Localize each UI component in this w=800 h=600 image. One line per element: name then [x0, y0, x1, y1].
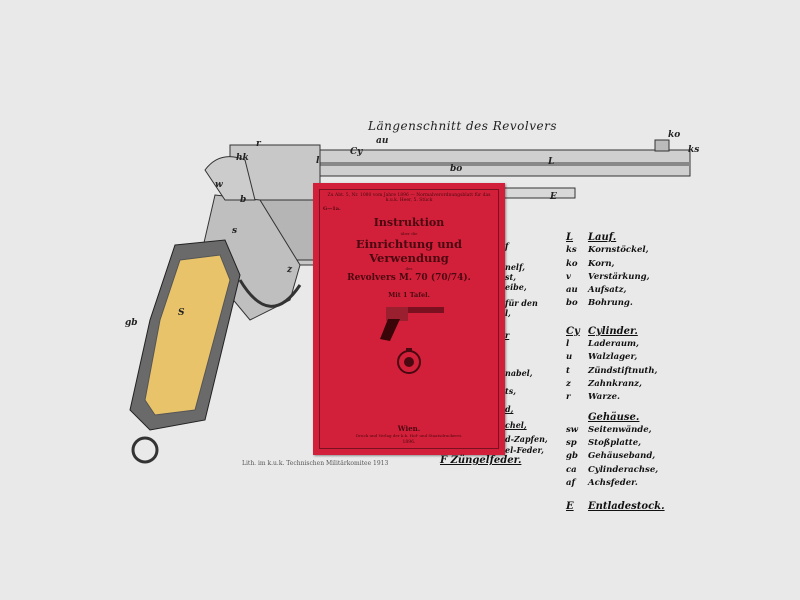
booklet-small-text: des — [405, 265, 413, 271]
text-fragment: d-Zapfen, — [505, 434, 548, 444]
part-label: s — [232, 226, 238, 236]
part-label: ko — [668, 130, 681, 140]
part-label: hk — [236, 153, 249, 163]
front-sight — [654, 139, 670, 152]
text-fragment: f — [505, 241, 509, 251]
diagram-title: Längenschnitt des Revolvers — [368, 119, 558, 133]
instruction-booklet-cover: Zu Abt. 5, Nr. 1080 vom Jahre 1896 — Nor… — [313, 183, 505, 455]
text-fragment: r — [505, 330, 510, 340]
bottom-part-label: F Züngelfeder. — [440, 455, 522, 466]
lithograph-caption: Lith. im k.u.k. Technischen Militärkomit… — [242, 460, 389, 467]
revolver-icon — [379, 307, 444, 342]
part-label: S — [178, 308, 185, 318]
text-fragment: st, — [505, 272, 516, 282]
booklet-title-line2: Einrichtung und Verwendung — [355, 237, 463, 265]
double-eagle-emblem-icon — [397, 348, 421, 375]
hammer — [204, 156, 256, 201]
booklet-year: 1896. — [402, 439, 416, 445]
booklet-title-line1: Instruktion — [373, 216, 445, 230]
part-label: au — [376, 136, 389, 146]
booklet-city: Wien. — [397, 424, 421, 434]
part-label: Cy — [350, 147, 363, 157]
text-fragment: el-Feder, — [505, 445, 544, 455]
text-fragment: nabel, — [505, 368, 533, 378]
booklet-plates: Mit 1 Tafel. — [388, 290, 430, 299]
part-label: L — [548, 157, 555, 167]
part-label: l — [316, 156, 320, 166]
booklet-code: G—1a. — [323, 206, 341, 213]
booklet-small-text: über die — [400, 230, 418, 236]
lanyard-ring — [131, 436, 159, 464]
text-fragment: nelf, — [505, 262, 525, 272]
booklet-title-line3: Revolvers M. 70 (70/74). — [347, 273, 471, 284]
legend-heading: Gehäuse. — [588, 411, 640, 423]
part-label: z — [287, 265, 293, 275]
text-fragment: chel, — [505, 420, 527, 430]
text-fragment: ts, — [505, 386, 516, 396]
part-label: gb — [125, 318, 138, 328]
part-label: E — [550, 192, 557, 202]
part-label: ks — [688, 145, 700, 155]
part-label: bo — [450, 164, 463, 174]
part-label: r — [256, 139, 261, 149]
trigger-guard — [238, 279, 302, 308]
booklet-publisher: Druck und Verlag der k.k. Hof- und Staat… — [355, 433, 463, 439]
booklet-header: Zu Abt. 5, Nr. 1080 vom Jahre 1896 — Nor… — [327, 193, 491, 204]
grip-panel — [144, 254, 231, 416]
text-fragment: l, — [505, 308, 511, 318]
part-label: w — [215, 180, 223, 190]
text-fragment: eibe, — [505, 282, 527, 292]
text-fragment: für den — [505, 298, 538, 308]
text-fragment: d, — [505, 404, 514, 414]
part-label: b — [240, 195, 247, 205]
